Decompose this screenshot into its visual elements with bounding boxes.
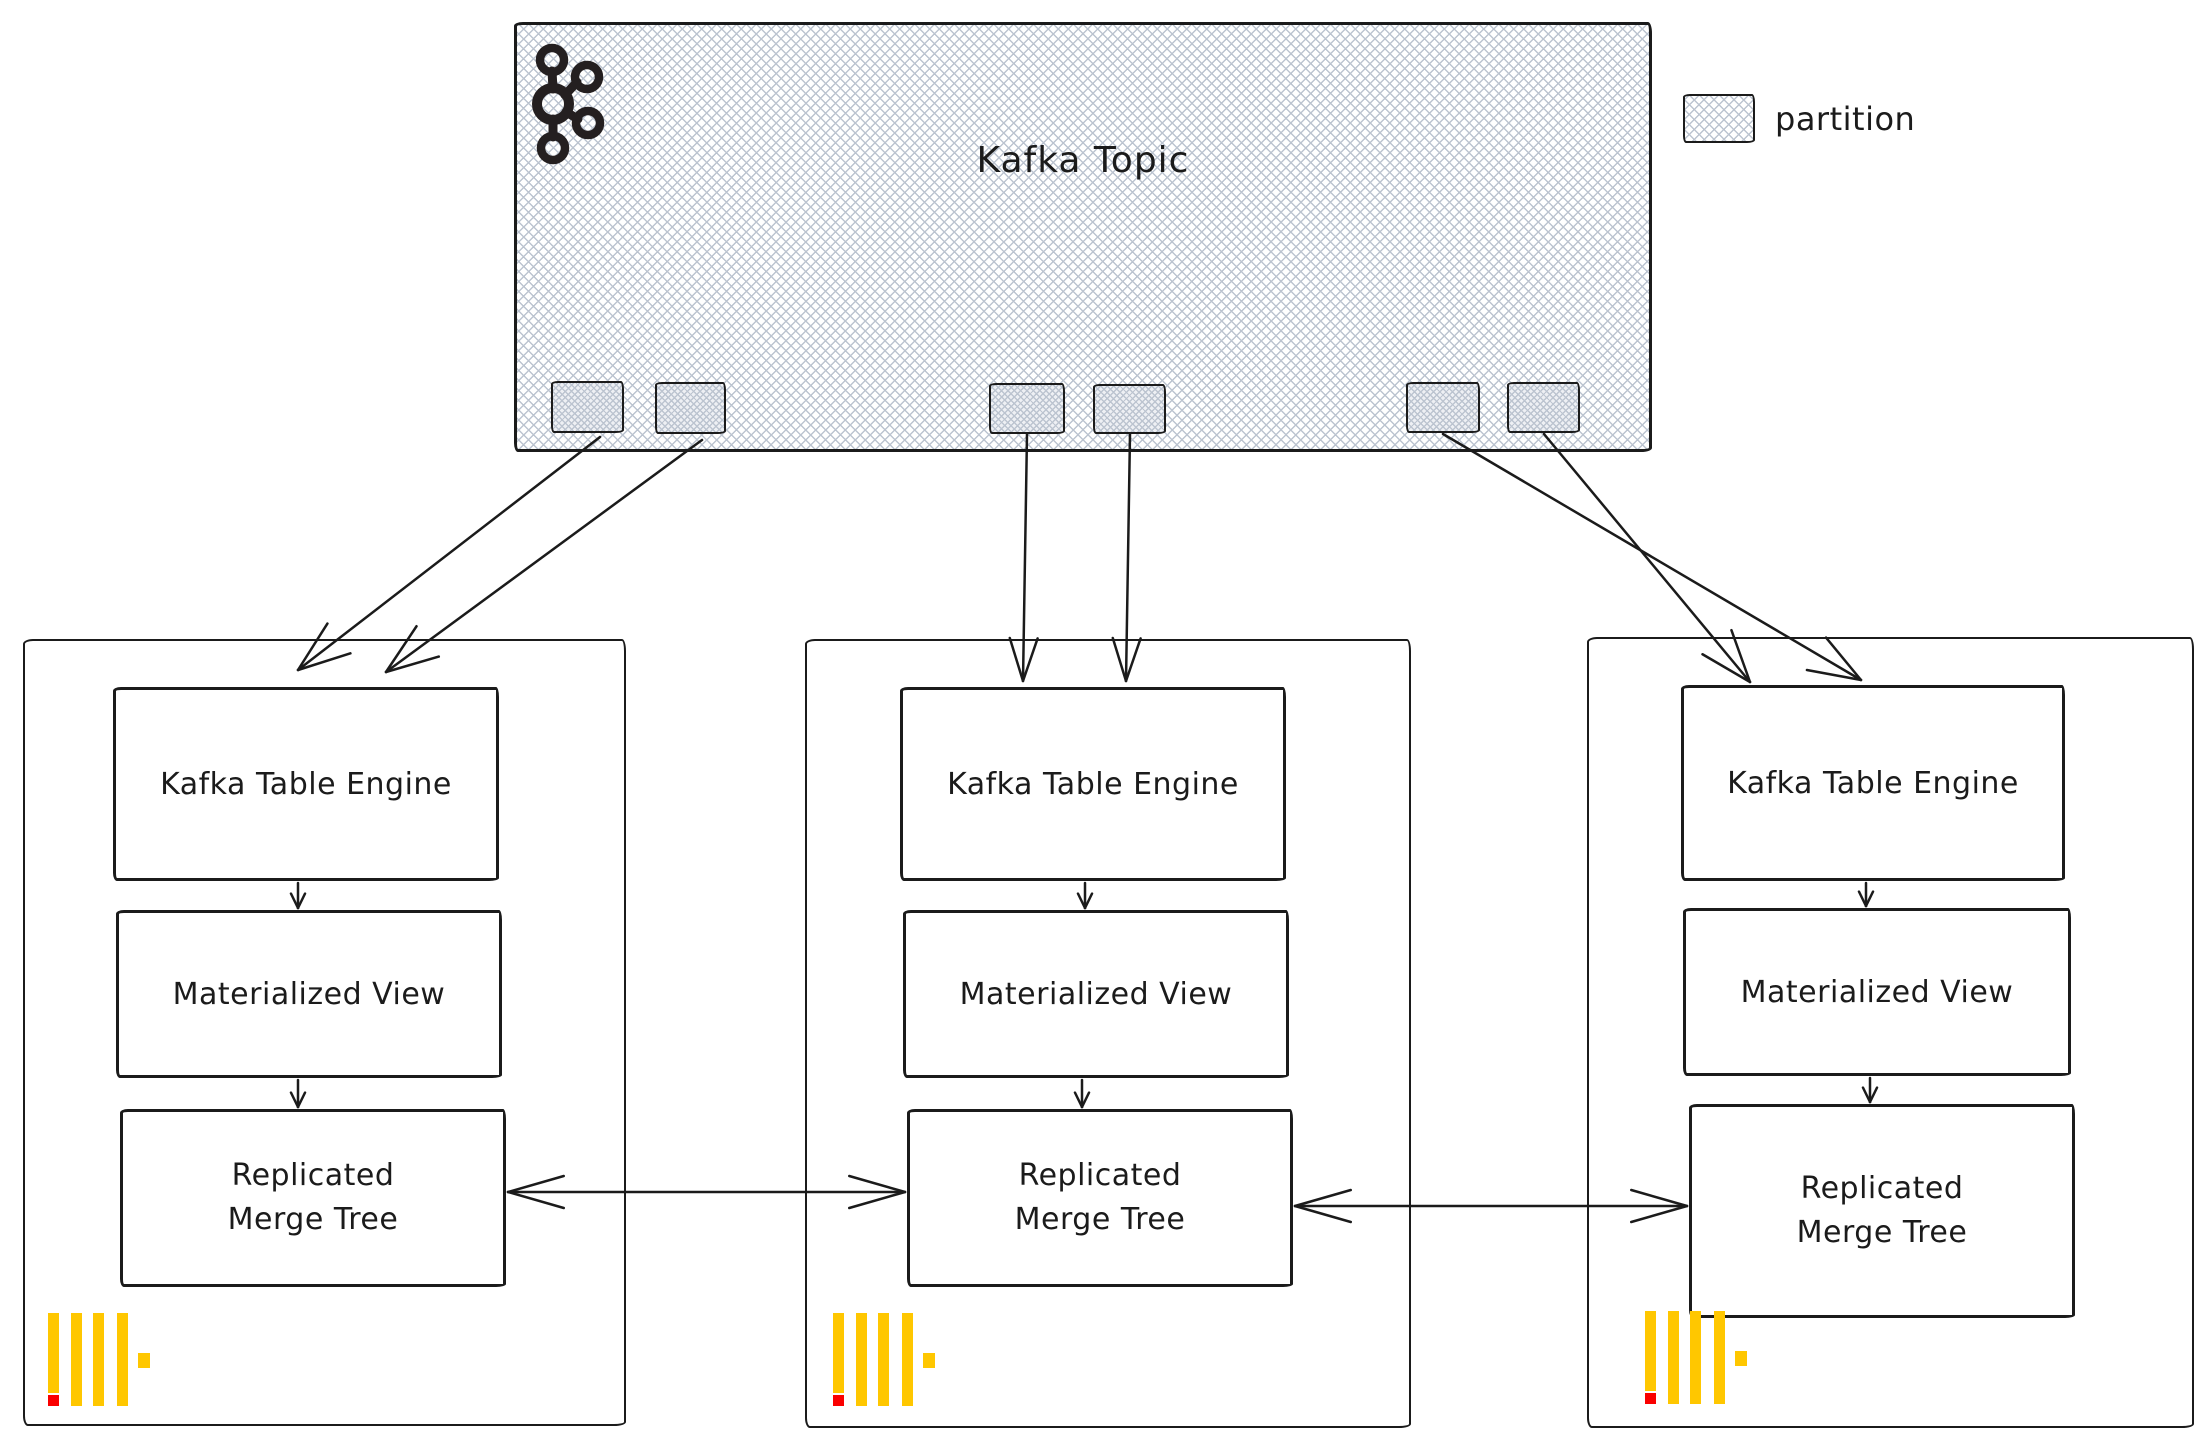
arrow-partition-1-to-node-1 [296, 435, 602, 672]
node-3-kafka-table-engine-label: Kafka Table Engine [1727, 765, 2019, 801]
partition-square-6 [1507, 382, 1580, 433]
node-1-replicated-merge-tree-box: Replicated Merge Tree [120, 1109, 506, 1287]
node-2-materialized-view-label: Materialized View [959, 976, 1233, 1012]
kafka-logo-icon [532, 43, 605, 165]
kafka-topic-title: Kafka Topic [976, 140, 1190, 181]
node-3-materialized-view-label: Materialized View [1740, 974, 2014, 1010]
arrow-partition-2-to-node-1 [384, 438, 704, 674]
node-1-materialized-view-box: Materialized View [116, 910, 502, 1078]
node-1-materialized-view-label: Materialized View [172, 976, 446, 1012]
clickhouse-logo-icon [833, 1313, 935, 1406]
node-3-merge-tree-label: Merge Tree [1796, 1215, 1968, 1250]
node-2-materialized-view-box: Materialized View [903, 910, 1289, 1078]
kafka-topic-box [514, 22, 1652, 452]
node-1-kafka-table-engine-box: Kafka Table Engine [113, 687, 499, 881]
node-3-replicated-label: Replicated [1800, 1171, 1964, 1206]
clickhouse-logo-icon [1645, 1311, 1747, 1404]
partition-square-3 [989, 383, 1065, 434]
partition-square-4 [1093, 384, 1166, 434]
node-2-merge-tree-label: Merge Tree [1014, 1202, 1186, 1237]
node-1-kafka-table-engine-label: Kafka Table Engine [160, 766, 452, 802]
legend-partition-label: partition [1775, 100, 1916, 138]
node-1-replicated-label: Replicated [231, 1158, 395, 1193]
node-2-replicated-merge-tree-box: Replicated Merge Tree [907, 1109, 1293, 1287]
partition-square-2 [655, 382, 726, 434]
clickhouse-logo-icon [48, 1313, 150, 1406]
node-1-merge-tree-label: Merge Tree [227, 1202, 399, 1237]
node-3-materialized-view-box: Materialized View [1683, 908, 2071, 1076]
partition-square-1 [551, 381, 624, 433]
partition-square-5 [1406, 382, 1480, 433]
node-2-kafka-table-engine-label: Kafka Table Engine [947, 766, 1239, 802]
node-3-replicated-merge-tree-box: Replicated Merge Tree [1689, 1104, 2075, 1318]
node-2-kafka-table-engine-box: Kafka Table Engine [900, 687, 1286, 881]
node-3-kafka-table-engine-box: Kafka Table Engine [1681, 685, 2065, 881]
node-2-replicated-label: Replicated [1018, 1158, 1182, 1193]
legend-partition-swatch-icon [1683, 94, 1755, 143]
